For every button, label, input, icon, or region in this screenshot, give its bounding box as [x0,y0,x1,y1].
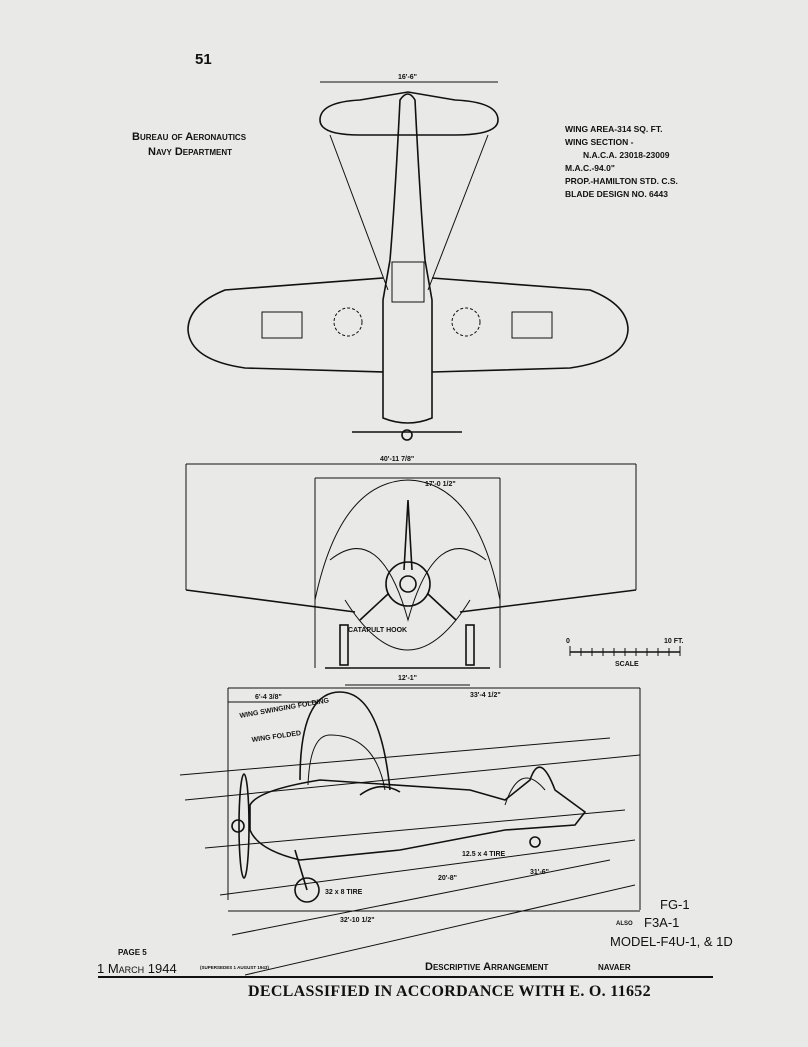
dim-tread: 12'-1" [398,675,417,682]
spec-line: N.A.C.A. 23018-23009 [583,150,670,160]
footer-page: PAGE 5 [118,948,147,957]
model-f4u: MODEL-F4U-1, & 1D [610,934,733,949]
dim-side-2: 31'-6" [530,869,549,876]
footer-supersedes: (SUPERSEDES 1 AUGUST 1943) [200,965,269,970]
spec-line: PROP.-HAMILTON STD. C.S. [565,176,678,186]
tail-tire-label: 12.5 x 4 TIRE [462,851,506,858]
spec-line: WING AREA-314 SQ. FT. [565,124,663,134]
spec-line: BLADE DESIGN NO. 6443 [565,189,668,199]
main-tire-label: 32 x 8 TIRE [325,889,363,896]
scale-end: 10 FT. [664,638,684,645]
spec-block: WING AREA-314 SQ. FT. WING SECTION - N.A… [565,123,678,201]
org-line2: Navy Department [148,146,232,158]
dim-length: 33'-4 1/2" [470,692,501,699]
model-also: ALSO [616,921,633,927]
spec-line: M.A.C.-94.0" [565,163,615,173]
wing-swinging-label: WING SWINGING FOLDING [239,697,330,720]
declassified-stamp: DECLASSIFIED IN ACCORDANCE WITH E. O. 11… [248,983,651,1000]
dim-folded-span: 17'-0 1/2" [425,481,456,488]
catapult-hook-label: CATAPULT HOOK [348,627,407,634]
model-fg1: FG-1 [660,897,690,912]
dim-fold-width: 6'-4 3/8" [255,694,282,701]
dim-side-3: 32'-10 1/2" [340,917,375,924]
footer-title: Descriptive Arrangement [425,961,549,973]
scale-label: SCALE [615,661,639,668]
top-view [187,81,629,441]
page-number: 51 [195,51,212,68]
front-view [185,463,637,686]
scale-bar [569,646,681,656]
side-view [179,687,641,976]
dim-wing-span: 40'-11 7/8" [380,456,414,463]
dim-side-1: 20'-8" [438,875,457,882]
footer-agency: NAVAER [598,963,631,972]
scale-start: 0 [566,638,570,645]
footer-date: 1 March 1944 [97,961,177,976]
dim-tail-span: 16'-6" [398,74,417,81]
wing-folded-label: WING FOLDED [251,730,301,744]
spec-line: WING SECTION - [565,137,634,147]
org-line1: Bureau of Aeronautics [132,131,247,143]
model-f3a1: F3A-1 [644,915,680,930]
